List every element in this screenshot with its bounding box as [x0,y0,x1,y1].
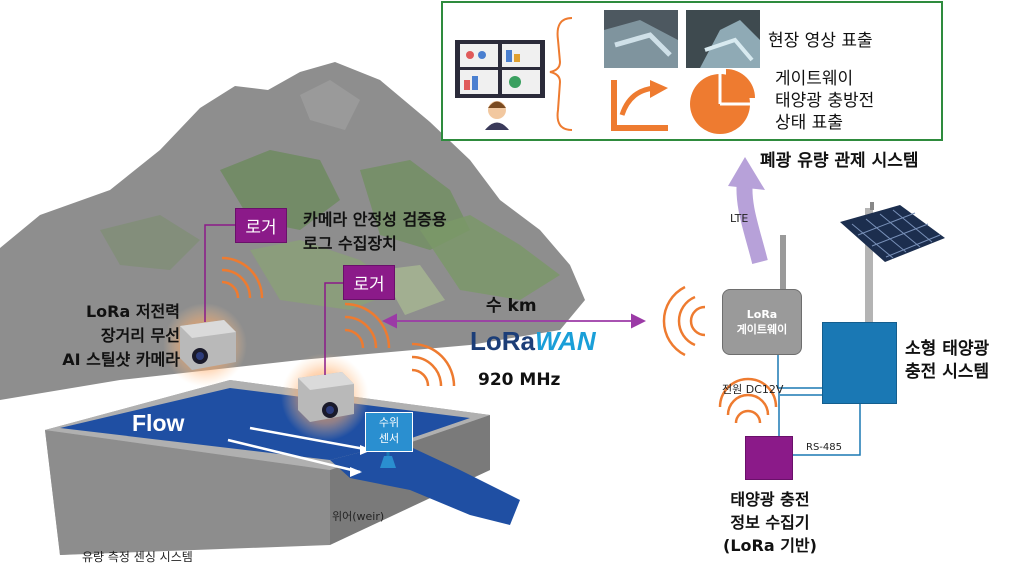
site-video-thumbnail-1 [604,10,678,68]
lorawan-logo-suffix: WAN [535,326,596,356]
status-line-3: 상태 표출 [775,113,843,133]
logger-caption-line-1: 카메라 안정성 검증용 [303,210,447,229]
gateway-line-2: 게이트웨이 [736,323,788,336]
gateway-line-1: LoRa [746,308,778,321]
lorawan-logo: LoRaWAN [470,326,596,357]
power-label: 전원 DC12V [722,383,784,396]
status-pie-icon [690,68,756,134]
sensor-signal-icon [411,342,456,387]
logger1-cable [204,224,235,322]
frequency-label: 920 MHz [478,370,561,390]
camera-label: LoRa 저전력 장거리 무선 AI 스틸샷 카메라 [30,300,180,372]
status-line-2: 태양광 충방전 [775,91,875,111]
solar-line-1: 소형 태양광 [905,339,990,359]
logger-caption-line-2: 로그 수집장치 [303,234,397,253]
camera2-signal-icon [344,302,391,349]
water-level-sensor: 수위 센서 [365,412,413,452]
logger-box-2: 로거 [343,265,395,300]
site-video-thumbnail-2 [686,10,760,68]
rs485-label: RS-485 [806,442,842,453]
mountain-illustration [0,62,585,400]
camera-label-line-1: LoRa 저전력 [85,302,180,321]
sensing-system-label: 유량 측정 센싱 시스템 [82,550,193,564]
solar-charging-label: 소형 태양광 충전 시스템 [905,338,989,384]
logger-caption: 카메라 안정성 검증용 로그 수집장치 [303,208,447,256]
collector-line-3: (LoRa 기반) [723,536,817,555]
solar-panel-icon [840,202,945,323]
flow-label: Flow [132,410,185,436]
water-sensor-probe [380,456,396,468]
charging-trend-icon [611,80,668,131]
lorawan-logo-prefix: LoRa [470,326,535,356]
gateway-signal-icon [662,285,706,357]
status-output-label: 게이트웨이 태양광 충방전 상태 표출 [775,68,874,134]
solar-info-collector-box [745,436,793,480]
collector-line-2: 정보 수집기 [730,513,810,532]
water-sensor-line-1: 수위 [378,416,400,429]
camera2-icon [298,372,354,422]
collector-line-1: 태양광 충전 [730,490,810,509]
distance-label: 수 km [486,296,537,316]
video-output-label: 현장 영상 표출 [768,31,873,51]
rs485-cable [790,402,861,456]
camera1-signal-icon [221,256,264,299]
lte-label: LTE [730,212,749,225]
solar-line-2: 충전 시스템 [905,362,990,382]
bracket-icon [549,17,573,131]
weir-outflow [330,442,520,525]
collector-label: 태양광 충전 정보 수집기 (LoRa 기반) [685,488,855,557]
camera-label-line-3: AI 스틸샷 카메라 [62,350,180,369]
gateway-antenna [780,235,786,290]
camera1-icon [180,320,236,370]
solar-charging-box [822,322,897,404]
status-line-1: 게이트웨이 [775,69,854,89]
water-sensor-line-2: 센서 [378,432,400,445]
dashboard-screen-icon [455,40,545,130]
lora-gateway-box: LoRa 게이트웨이 [722,289,802,355]
logger-box-1: 로거 [235,208,287,243]
weir-label: 위어(weir) [332,510,385,523]
camera-label-line-2: 장거리 무선 [100,326,180,345]
logger2-cable [324,282,343,375]
monitoring-system-title: 폐광 유량 관제 시스템 [760,151,919,171]
collector-signal-icon [718,377,778,424]
